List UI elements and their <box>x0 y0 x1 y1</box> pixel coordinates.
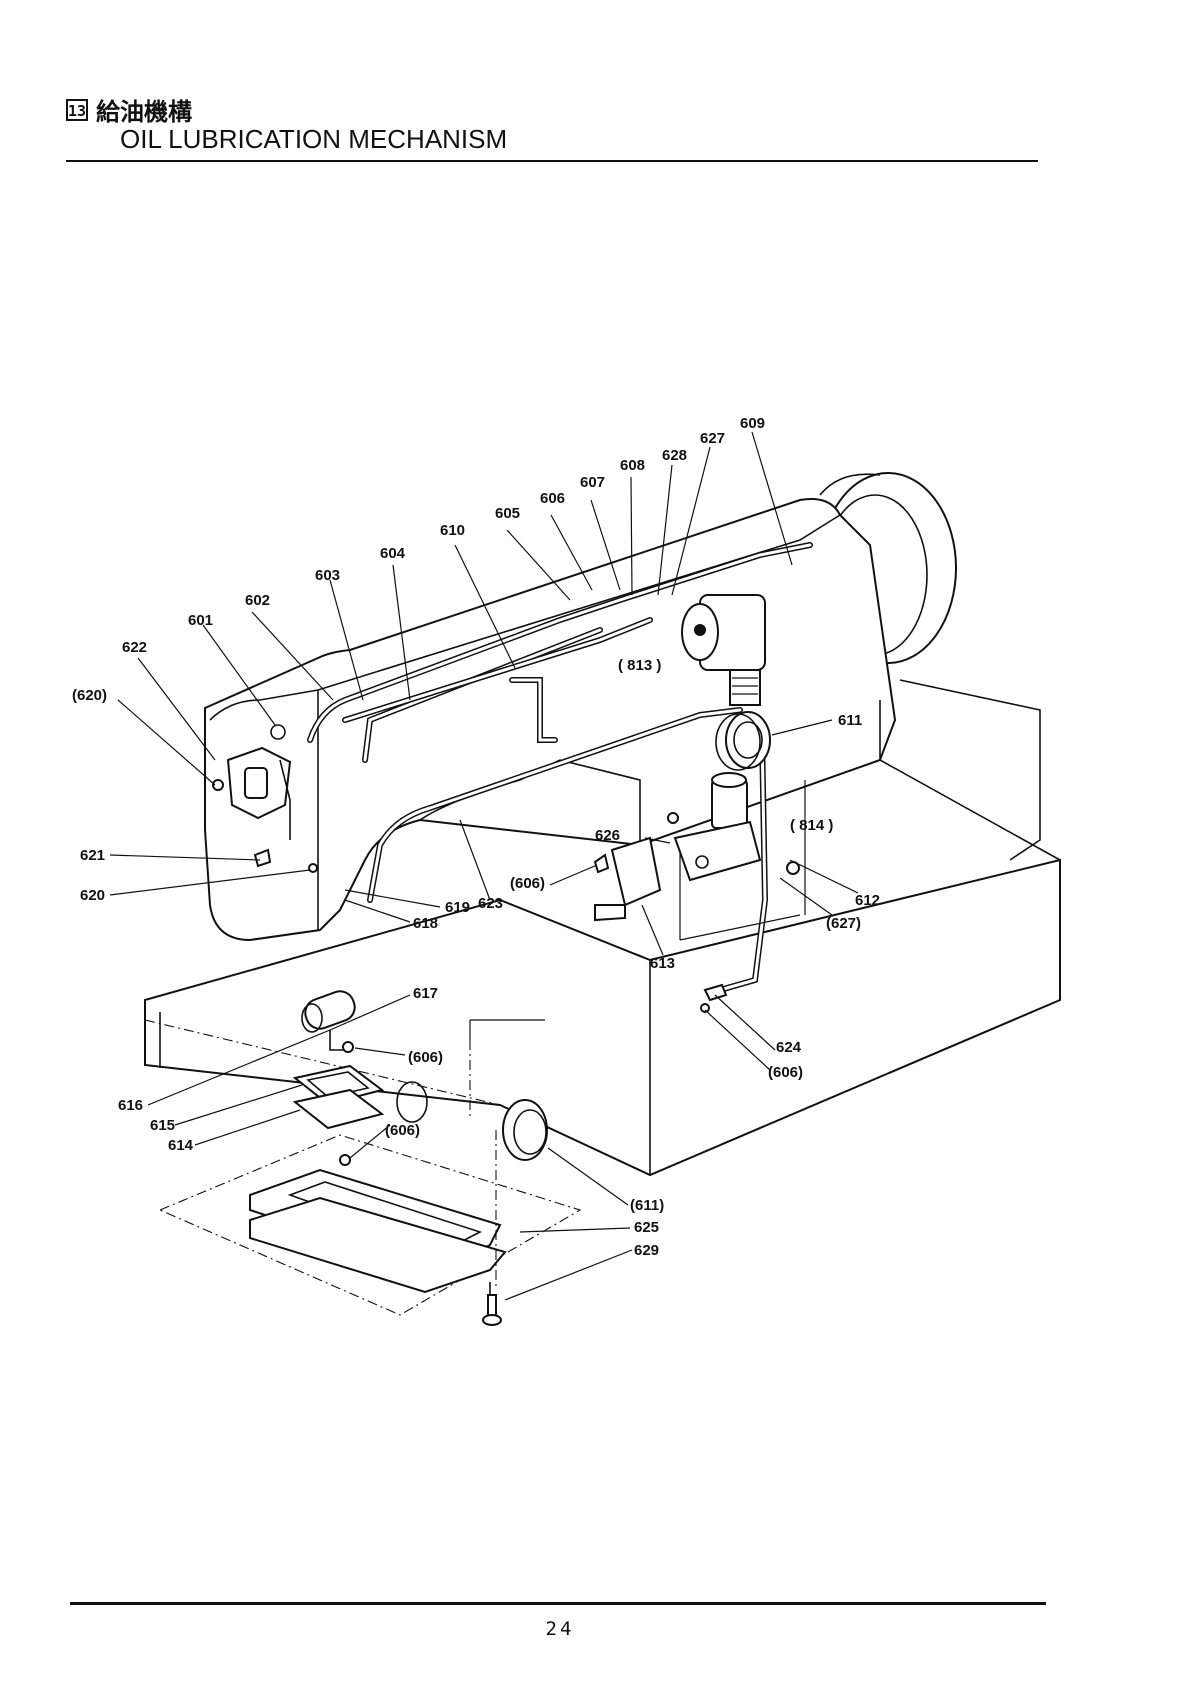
label-605: 605 <box>495 505 520 522</box>
label-619: 619 <box>445 899 470 916</box>
footer-rule <box>70 1602 1046 1605</box>
label-611: 611 <box>838 712 862 729</box>
label-616: 616 <box>118 1097 143 1114</box>
label-626: 626 <box>595 827 620 844</box>
label-608: 608 <box>620 457 645 474</box>
label-606-ref-2: (606) <box>408 1049 443 1066</box>
label-604: 604 <box>380 545 406 562</box>
label-611-ref: (611) <box>630 1197 664 1214</box>
label-629: 629 <box>634 1242 659 1259</box>
label-606-ref-1: (606) <box>510 875 545 892</box>
label-613: 613 <box>650 955 675 972</box>
label-606-ref-3: (606) <box>768 1064 803 1081</box>
label-627: 627 <box>700 430 725 447</box>
label-603: 603 <box>315 567 340 584</box>
label-609: 609 <box>740 415 765 432</box>
label-628: 628 <box>662 447 687 464</box>
label-622: 622 <box>122 639 147 656</box>
page-number: 24 <box>530 1618 590 1640</box>
label-601: 601 <box>188 612 213 629</box>
label-618: 618 <box>413 915 438 932</box>
label-627-ref: (627) <box>826 915 861 932</box>
label-612: 612 <box>855 892 880 909</box>
label-607: 607 <box>580 474 605 491</box>
label-606: 606 <box>540 490 565 507</box>
label-813-ref: ( 813 ) <box>618 657 661 674</box>
label-614: 614 <box>168 1137 194 1154</box>
oil-cover-613 <box>595 838 660 920</box>
label-617: 617 <box>413 985 438 1002</box>
label-814-ref: ( 814 ) <box>790 817 833 834</box>
label-615: 615 <box>150 1117 175 1134</box>
label-620: 620 <box>80 887 105 904</box>
label-620-ref: (620) <box>72 687 107 704</box>
label-625: 625 <box>634 1219 659 1236</box>
label-621: 621 <box>80 847 105 864</box>
label-602: 602 <box>245 592 270 609</box>
label-623: 623 <box>478 895 503 912</box>
label-606-ref-4: (606) <box>385 1122 420 1139</box>
label-624: 624 <box>776 1039 802 1056</box>
label-610: 610 <box>440 522 465 539</box>
